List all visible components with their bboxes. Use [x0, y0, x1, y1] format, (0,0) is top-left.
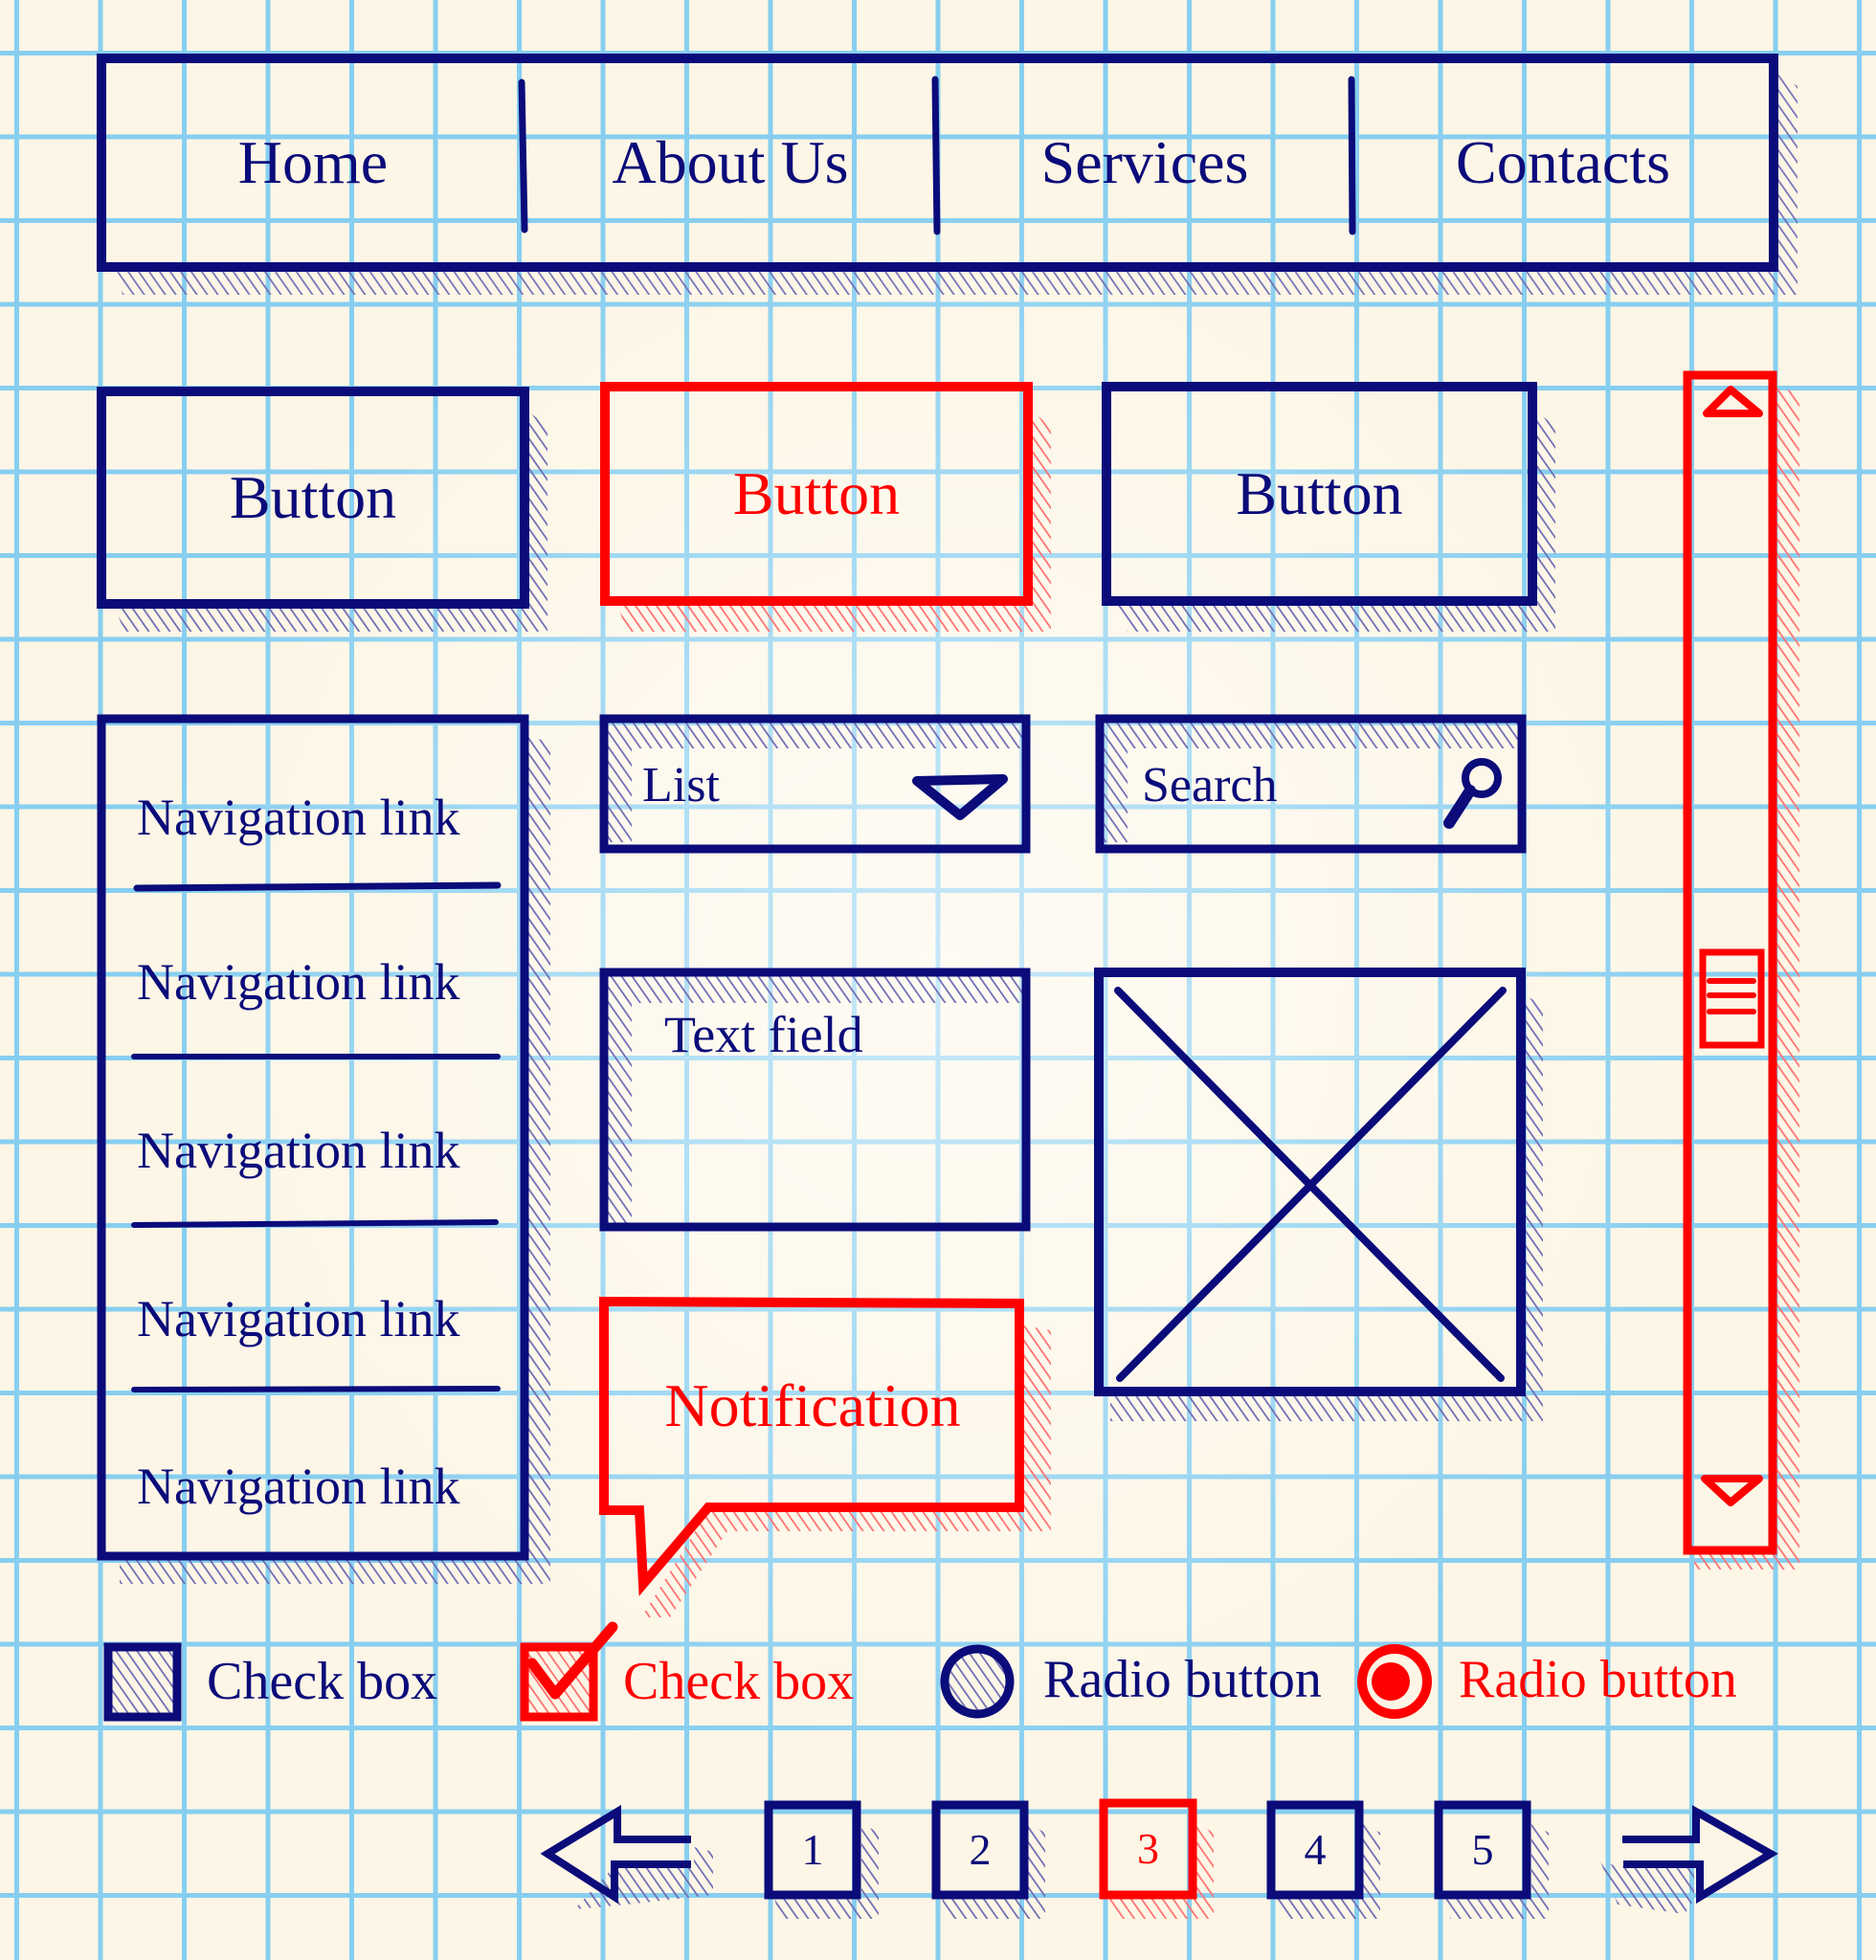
page-button-1[interactable]: 1: [769, 1805, 857, 1895]
top-nav-item-services[interactable]: Services: [940, 63, 1350, 262]
checkmark-icon: [520, 1643, 598, 1722]
top-nav-item-label: Home: [237, 128, 389, 196]
side-nav-link-label: Navigation link: [137, 953, 460, 1011]
top-nav-item-label: About Us: [612, 128, 849, 196]
radio-label: Radio button: [1043, 1650, 1322, 1709]
page-number: 2: [969, 1825, 992, 1874]
list-dropdown-value: List: [642, 758, 720, 813]
scrollbar[interactable]: [1687, 375, 1773, 1550]
top-nav-item-home[interactable]: Home: [106, 63, 520, 262]
top-nav-divider: [1348, 76, 1356, 235]
magnifier-icon[interactable]: [1440, 757, 1497, 829]
radio-button-selected[interactable]: Radio button: [1357, 1641, 1759, 1723]
side-nav-link-label: Navigation link: [137, 1122, 460, 1179]
side-nav-link-label: Navigation link: [137, 1458, 460, 1515]
pagination: 1 2 3 4 5: [536, 1799, 1780, 1904]
list-dropdown[interactable]: List: [604, 719, 1026, 849]
top-nav-item-contacts[interactable]: Contacts: [1356, 63, 1770, 262]
page-number: 4: [1304, 1825, 1327, 1874]
pagination-prev-button[interactable]: [544, 1809, 697, 1900]
side-nav-link[interactable]: Navigation link: [107, 1226, 519, 1389]
page-button-2[interactable]: 2: [936, 1805, 1024, 1895]
top-nav-divider: [931, 76, 941, 235]
page-number: 1: [801, 1825, 824, 1874]
side-nav-link[interactable]: Navigation link: [107, 891, 519, 1054]
side-nav-link-label: Navigation link: [137, 789, 460, 846]
button-1[interactable]: Button: [106, 396, 520, 599]
radio-button-unselected[interactable]: Radio button: [940, 1641, 1342, 1723]
checkbox-label: Check box: [207, 1652, 438, 1711]
image-placeholder-x-icon: [1099, 972, 1521, 1392]
page-number: 3: [1137, 1824, 1159, 1873]
side-nav: Navigation link Navigation link Navigati…: [101, 719, 525, 1556]
checkbox-label: Check box: [623, 1652, 855, 1711]
image-placeholder: [1099, 972, 1521, 1392]
checkbox-box-icon: [103, 1643, 182, 1722]
scrollbar-down-button[interactable]: [1687, 1466, 1773, 1543]
checkbox-checked[interactable]: Check box: [520, 1641, 874, 1723]
search-input[interactable]: Search: [1100, 719, 1522, 849]
side-nav-link-label: Navigation link: [137, 1290, 460, 1348]
radio-label: Radio button: [1459, 1650, 1737, 1709]
button-label: Button: [229, 463, 397, 531]
button-label: Button: [732, 459, 901, 527]
radio-circle-icon: [940, 1643, 1016, 1720]
notification-text: Notification: [664, 1371, 961, 1439]
button-2-active[interactable]: Button: [610, 391, 1023, 596]
triangle-down-icon: [910, 771, 1006, 819]
notification: Notification: [609, 1306, 1016, 1505]
page-button-3-current[interactable]: 3: [1104, 1803, 1193, 1895]
page-number: 5: [1471, 1825, 1494, 1874]
text-field[interactable]: Text field: [604, 972, 1026, 1227]
top-nav-item-label: Contacts: [1456, 128, 1670, 196]
scrollbar-up-button[interactable]: [1687, 375, 1773, 433]
side-nav-link[interactable]: Navigation link: [107, 1393, 519, 1548]
top-nav-item-label: Services: [1040, 128, 1249, 196]
top-nav-divider: [518, 78, 528, 234]
page-button-5[interactable]: 5: [1439, 1805, 1527, 1895]
pagination-next-button[interactable]: [1618, 1809, 1776, 1900]
button-label: Button: [1236, 459, 1403, 527]
top-nav-item-about-us[interactable]: About Us: [527, 63, 933, 262]
scrollbar-thumb[interactable]: [1699, 949, 1761, 1047]
checkbox-unchecked[interactable]: Check box: [103, 1641, 458, 1723]
page-button-4[interactable]: 4: [1271, 1805, 1359, 1895]
side-nav-link[interactable]: Navigation link: [107, 1059, 519, 1222]
radio-selected-icon: [1357, 1643, 1434, 1720]
search-placeholder: Search: [1142, 758, 1278, 813]
button-3[interactable]: Button: [1111, 391, 1528, 596]
text-field-placeholder: Text field: [664, 1006, 863, 1063]
side-nav-link[interactable]: Navigation link: [107, 726, 519, 884]
